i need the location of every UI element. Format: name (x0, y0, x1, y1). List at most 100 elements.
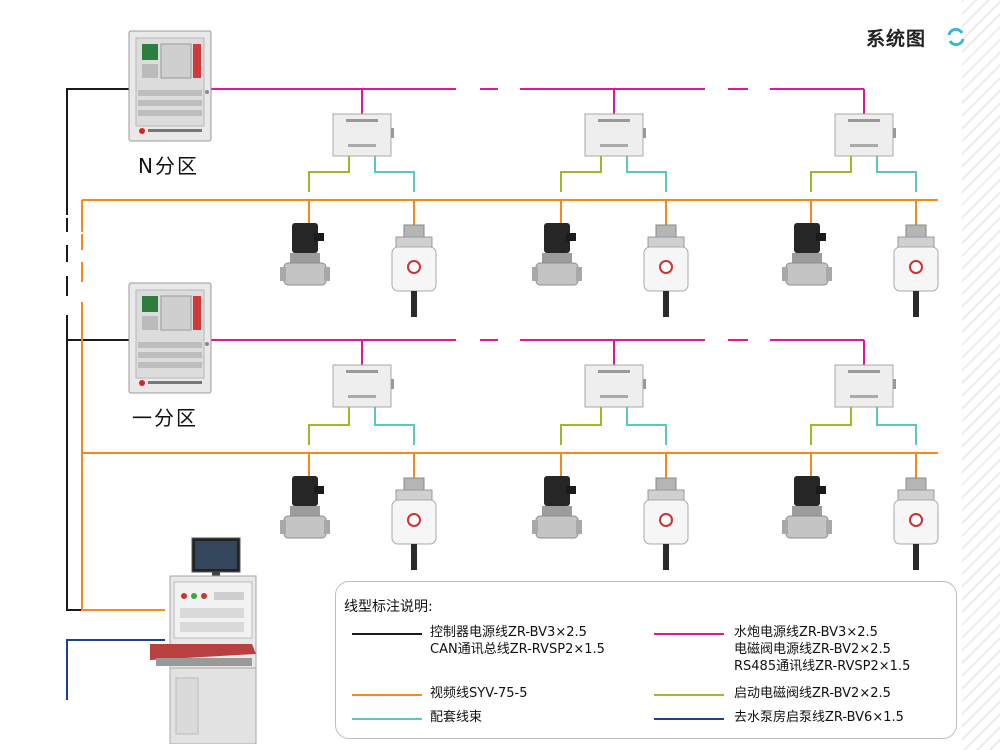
solenoid-plug-zone-1-3 (816, 486, 826, 494)
decorative-hatch (962, 0, 1000, 750)
cannon-nozzle-zone-1-1 (411, 544, 417, 570)
control-console (150, 537, 257, 744)
cannon-emblem-zone-n-3 (909, 260, 923, 274)
cannon-head-zone-n-3 (905, 224, 927, 238)
decoder-port-zone-n-1 (391, 128, 394, 138)
cannon-head-zone-n-2 (655, 224, 677, 238)
decoder-port-zone-1-1 (391, 379, 394, 389)
green-line-zone-1-3 (810, 407, 852, 445)
controller-cabinet-n (128, 30, 212, 142)
solenoid-plug-zone-1-2 (566, 486, 576, 494)
green-line-zone-n-3 (810, 156, 852, 192)
legend-controller-power: 控制器电源线ZR-BV3×2.5 (430, 625, 587, 640)
orange-line-trunk (81, 200, 165, 611)
green-line-zone-n-1 (308, 156, 350, 192)
solenoid-port-right-zone-1-3 (826, 520, 832, 534)
decoder-module-zone-n-2 (584, 113, 644, 157)
legend-valve-power: 电磁阀电源线ZR-BV2×2.5 (734, 642, 891, 657)
legend-line-black (352, 633, 422, 635)
legend-can-bus: CAN通讯总线ZR-RVSP2×1.5 (430, 642, 605, 657)
cannon-collar-zone-n-3 (897, 236, 935, 248)
solenoid-neck-zone-1-1 (290, 506, 320, 516)
decoder-port-zone-n-3 (893, 128, 896, 138)
solenoid-port-left-zone-n-1 (280, 267, 286, 281)
cannon-emblem-zone-n-1 (407, 260, 421, 274)
cyan-line-zone-n-2 (626, 156, 667, 192)
solenoid-body-zone-1-1 (283, 515, 327, 539)
solenoid-port-left-zone-1-1 (280, 520, 286, 534)
decoder-label-zone-n-3 (848, 119, 880, 122)
zone-label-n: N分区 (138, 154, 199, 178)
decoder-label-zone-n-1 (346, 119, 378, 122)
solenoid-port-right-zone-n-1 (324, 267, 330, 281)
green-line-zone-1-1 (308, 407, 350, 445)
legend-rs485: RS485通讯线ZR-RVSP2×1.5 (734, 659, 911, 674)
cannon-head-zone-1-3 (905, 477, 927, 491)
cannon-collar-zone-1-3 (897, 489, 935, 501)
decoder-port-zone-1-3 (893, 379, 896, 389)
cannon-head-zone-1-1 (403, 477, 425, 491)
cannon-collar-zone-n-2 (647, 236, 685, 248)
solenoid-neck-zone-n-3 (792, 253, 822, 263)
decoder-plate-zone-n-1 (348, 144, 376, 147)
decoder-plate-zone-n-3 (850, 144, 878, 147)
cannon-emblem-zone-1-2 (659, 513, 673, 527)
green-line-zone-n-2 (560, 156, 602, 192)
solenoid-port-right-zone-1-2 (576, 520, 582, 534)
cyan-line-zone-1-1 (374, 407, 415, 445)
legend-line-magenta (654, 633, 724, 635)
decoder-label-zone-1-2 (598, 370, 630, 373)
solenoid-coil-zone-n-3 (794, 223, 820, 253)
solenoid-port-left-zone-n-3 (782, 267, 788, 281)
solenoid-body-zone-1-2 (535, 515, 579, 539)
solenoid-coil-zone-n-1 (292, 223, 318, 253)
cyan-line-zone-n-1 (374, 156, 415, 192)
solenoid-neck-zone-1-3 (792, 506, 822, 516)
solenoid-body-zone-n-3 (785, 262, 829, 286)
solenoid-body-zone-n-2 (535, 262, 579, 286)
decoder-port-zone-1-2 (643, 379, 646, 389)
decoder-plate-zone-n-2 (600, 144, 628, 147)
solenoid-port-left-zone-n-2 (532, 267, 538, 281)
cannon-emblem-zone-n-2 (659, 260, 673, 274)
solenoid-plug-zone-n-1 (314, 233, 324, 241)
solenoid-port-left-zone-1-3 (782, 520, 788, 534)
cannon-collar-zone-1-2 (647, 489, 685, 501)
legend-harness: 配套线束 (430, 710, 483, 725)
cyan-line-zone-1-3 (876, 407, 917, 445)
cannon-nozzle-zone-n-1 (411, 291, 417, 317)
decoder-label-zone-n-2 (598, 119, 630, 122)
solenoid-plug-zone-n-2 (566, 233, 576, 241)
cannon-collar-zone-n-1 (395, 236, 433, 248)
decoder-plate-zone-1-3 (850, 395, 878, 398)
cannon-head-zone-1-2 (655, 477, 677, 491)
cannon-nozzle-zone-1-2 (663, 544, 669, 570)
legend-cannon-power: 水炮电源线ZR-BV3×2.5 (734, 625, 878, 640)
solenoid-plug-zone-1-1 (314, 486, 324, 494)
refresh-icon (947, 27, 965, 47)
solenoid-plug-zone-n-3 (816, 233, 826, 241)
solenoid-port-right-zone-n-2 (576, 267, 582, 281)
decoder-plate-zone-1-1 (348, 395, 376, 398)
legend-line-orange (352, 694, 422, 696)
solenoid-neck-zone-1-2 (542, 506, 572, 516)
legend-box (335, 581, 957, 739)
cyan-line-zone-n-3 (876, 156, 917, 192)
cannon-collar-zone-1-1 (395, 489, 433, 501)
legend-start-valve: 启动电磁阀线ZR-BV2×2.5 (734, 686, 891, 701)
page-title: 系统图 (866, 28, 927, 50)
legend-line-cyan (352, 718, 422, 720)
solenoid-coil-zone-1-1 (292, 476, 318, 506)
decoder-label-zone-1-1 (346, 370, 378, 373)
legend-video: 视频线SYV-75-5 (430, 686, 528, 701)
legend-line-green (654, 694, 724, 696)
legend-title: 线型标注说明: (344, 599, 433, 615)
navy-line-pump (66, 639, 165, 700)
solenoid-coil-zone-1-2 (544, 476, 570, 506)
solenoid-port-right-zone-n-3 (826, 267, 832, 281)
green-line-zone-1-2 (560, 407, 602, 445)
cannon-head-zone-n-1 (403, 224, 425, 238)
solenoid-body-zone-n-1 (283, 262, 327, 286)
zone-label-1: 一分区 (132, 406, 198, 430)
